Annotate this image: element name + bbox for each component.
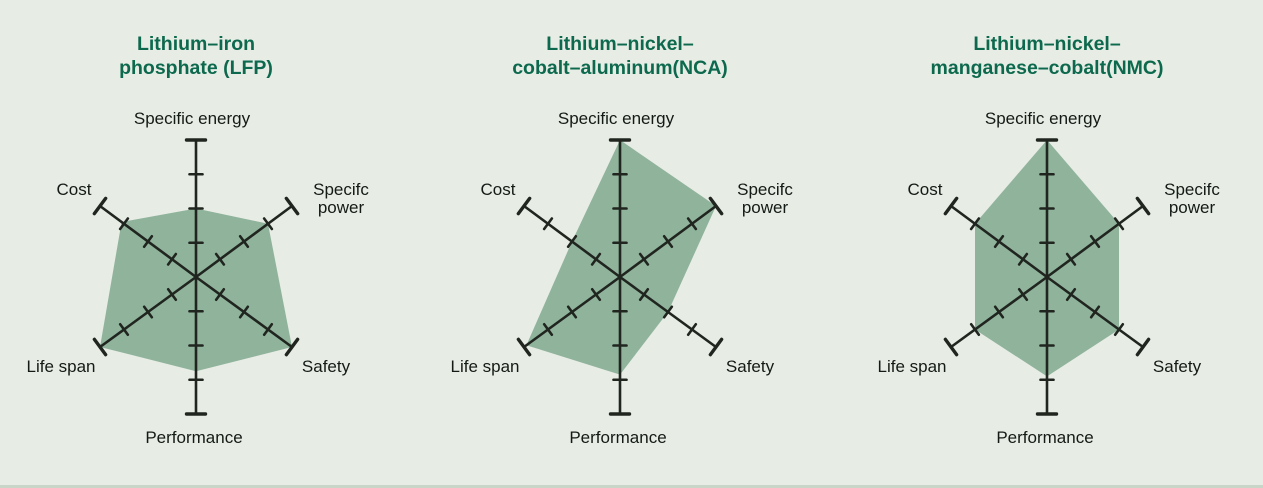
radar-chart-lfp	[92, 138, 300, 416]
axis-label-safety: Safety	[301, 357, 351, 376]
chart-title-nca: Lithium–nickel– cobalt–aluminum(NCA)	[512, 33, 728, 80]
axis-label-performance: Performance	[996, 428, 1094, 447]
axis-label-safety: Safety	[1152, 357, 1202, 376]
axis-label-life-span: Life span	[450, 357, 520, 376]
axis-label-specifc-power: Specifc power	[1164, 180, 1220, 217]
axis-label-performance: Performance	[569, 428, 667, 447]
chart-title-nmc: Lithium–nickel– manganese–cobalt(NMC)	[931, 33, 1164, 80]
axis-label-life-span: Life span	[26, 357, 96, 376]
axis-label-cost: Cost	[56, 180, 92, 199]
axis-label-specific-energy: Specific energy	[557, 109, 675, 128]
axis-label-specifc-power: Specifc power	[313, 180, 369, 217]
chart-title-line1: Lithium–nickel–	[546, 33, 694, 55]
chart-title-line1: Lithium–nickel–	[973, 33, 1121, 55]
axis-label-performance: Performance	[145, 428, 243, 447]
radar-chart-nca	[516, 138, 724, 416]
radar-chart-nmc	[943, 138, 1151, 416]
chart-title-line2: phosphate (LFP)	[119, 56, 273, 79]
axis-label-specific-energy: Specific energy	[133, 109, 251, 128]
axis-label-cost: Cost	[907, 180, 943, 199]
chart-title-line1: Lithium–iron	[136, 33, 256, 55]
axis-label-cost: Cost	[480, 180, 516, 199]
chart-title-line2: cobalt–aluminum(NCA)	[512, 56, 728, 79]
axis-label-specifc-power: Specifc power	[737, 180, 793, 217]
image-bottom-edge	[0, 485, 1263, 488]
chart-title-lfp: Lithium–iron phosphate (LFP)	[119, 33, 273, 80]
axis-label-specific-energy: Specific energy	[984, 109, 1102, 128]
axis-label-life-span: Life span	[877, 357, 947, 376]
axis-label-safety: Safety	[725, 357, 775, 376]
chart-title-line2: manganese–cobalt(NMC)	[930, 56, 1164, 79]
